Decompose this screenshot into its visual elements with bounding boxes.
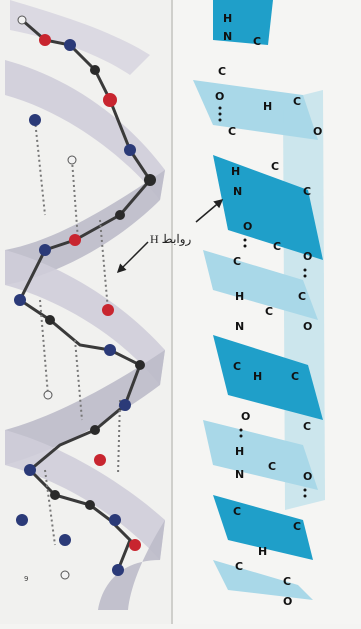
carbon-atom	[50, 490, 60, 500]
atom-label-h: H	[263, 100, 272, 113]
atom-label-c: C	[235, 560, 243, 573]
oxygen-atom	[103, 93, 117, 107]
atom-label-c: C	[303, 185, 311, 198]
atom-label-o: O	[303, 320, 312, 333]
atom-label-n: N	[233, 185, 242, 198]
atom-label-h: H	[235, 445, 244, 458]
atom-label-n: N	[223, 30, 232, 43]
hydrogen-bonds-label: روابط H	[150, 232, 191, 247]
hydrogen-atom	[61, 571, 69, 579]
atom-label-c: C	[228, 125, 236, 138]
nitrogen-atom	[29, 114, 41, 126]
ball-and-stick-helix-panel: 9	[0, 0, 171, 624]
carbon-atom	[144, 174, 156, 186]
nitrogen-atom	[124, 144, 136, 156]
oxygen-atom	[94, 454, 106, 466]
carbon-atom	[45, 315, 55, 325]
oxygen-atom	[39, 34, 51, 46]
atom-label-c: C	[291, 370, 299, 383]
nitrogen-atom	[112, 564, 124, 576]
atom-label-o: O	[303, 470, 312, 483]
atom-label-o: O	[243, 220, 252, 233]
atom-label-c: C	[293, 95, 301, 108]
atom-label-h: H	[235, 290, 244, 303]
atom-label-c: C	[265, 305, 273, 318]
atom-label-h: H	[231, 165, 240, 178]
hydrogen-atom	[44, 391, 52, 399]
atom-label-c: C	[268, 460, 276, 473]
nitrogen-atom	[16, 514, 28, 526]
atom-label-c: C	[283, 575, 291, 588]
oxygen-atom	[129, 539, 141, 551]
atom-label-o: O	[313, 125, 322, 138]
atom-label-h: H	[258, 545, 267, 558]
nitrogen-atom	[104, 344, 116, 356]
schematic-helix: H N C C O H C C O H C N C O C C O H C C	[173, 0, 361, 624]
carbon-atom	[115, 210, 125, 220]
atom-label-c: C	[218, 65, 226, 78]
hydrogen-atom	[68, 156, 76, 164]
carbon-atom	[90, 65, 100, 75]
atom-label-c: C	[273, 240, 281, 253]
figure-number: 9	[24, 575, 28, 583]
atom-label-c: C	[233, 505, 241, 518]
atom-label-c: C	[233, 255, 241, 268]
atom-label-n: N	[235, 468, 244, 481]
atom-label-c: C	[271, 160, 279, 173]
ribbon-band	[213, 0, 273, 45]
carbon-atom	[85, 500, 95, 510]
nitrogen-atom	[59, 534, 71, 546]
atom-label-h: H	[223, 12, 232, 25]
ball-and-stick-helix	[0, 0, 171, 624]
atom-label-c: C	[233, 360, 241, 373]
schematic-helix-panel: H N C C O H C C O H C N C O C C O H C C	[173, 0, 361, 624]
atom-label-n: N	[235, 320, 244, 333]
nitrogen-atom	[64, 39, 76, 51]
atom-label-o: O	[283, 595, 292, 608]
atom-label-o: O	[215, 90, 224, 103]
nitrogen-atom	[109, 514, 121, 526]
carbon-atom	[135, 360, 145, 370]
ribbon-band	[213, 560, 313, 600]
atom-label-o: O	[303, 250, 312, 263]
oxygen-atom	[102, 304, 114, 316]
hydrogen-atom	[18, 16, 26, 24]
atom-label-o: O	[241, 410, 250, 423]
carbon-atom	[90, 425, 100, 435]
atom-label-c: C	[298, 290, 306, 303]
atom-label-c: C	[303, 420, 311, 433]
ribbon-band	[5, 60, 165, 200]
ribbon-band	[10, 0, 150, 75]
nitrogen-atom	[14, 294, 26, 306]
nitrogen-atom	[39, 244, 51, 256]
nitrogen-atom	[119, 399, 131, 411]
oxygen-atom	[69, 234, 81, 246]
atom-label-h: H	[253, 370, 262, 383]
ribbon-band	[5, 430, 165, 560]
atom-label-c: C	[293, 520, 301, 533]
nitrogen-atom	[24, 464, 36, 476]
atom-label-c: C	[253, 35, 261, 48]
